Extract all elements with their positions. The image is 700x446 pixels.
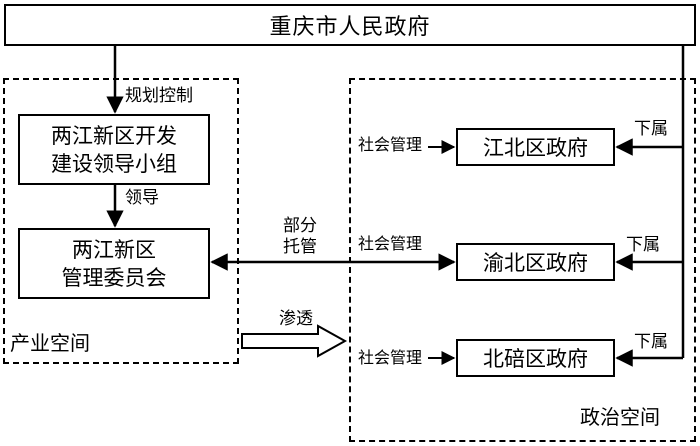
leading-group-line2: 建设领导小组 [51,151,177,176]
management-label-jiangbei: 社会管理 [358,135,423,154]
industry-space-label: 产业空间 [10,331,90,355]
management-label-beibei: 社会管理 [358,348,423,367]
chongqing-government-box: 重庆市人民政府 [4,4,696,46]
plan-control-label: 规划控制 [125,86,193,106]
leading-group-line1: 两江新区开发 [51,123,177,148]
partial-trust-label-line1: 部分 [283,216,317,236]
penetrate-hollow-arrow [241,324,348,358]
political-space-region [349,78,696,442]
industry-space-region [3,78,239,364]
district-box-yubei: 渝北区政府 [456,243,615,281]
committee-line2: 管理委员会 [61,265,167,290]
subordinate-label-jiangbei: 下属 [634,119,668,139]
lead-label: 领导 [125,188,159,208]
partial-trust-label-line2: 托管 [283,237,317,257]
district-name-yubei: 渝北区政府 [483,251,588,275]
management-label-yubei: 社会管理 [358,234,423,253]
district-name-jiangbei: 江北区政府 [483,136,588,160]
leading-group-box: 两江新区开发 建设领导小组 [18,114,210,185]
subordinate-label-beibei: 下属 [634,332,668,352]
committee-box: 两江新区 管理委员会 [18,228,210,299]
district-name-beibei: 北碚区政府 [483,347,588,371]
penetrate-label: 渗透 [279,309,313,329]
district-box-beibei: 北碚区政府 [456,339,615,377]
political-space-label: 政治空间 [580,405,660,429]
committee-line1: 两江新区 [72,237,156,262]
subordinate-label-yubei: 下属 [626,235,660,255]
top-title: 重庆市人民政府 [269,15,431,40]
district-box-jiangbei: 江北区政府 [456,128,615,166]
